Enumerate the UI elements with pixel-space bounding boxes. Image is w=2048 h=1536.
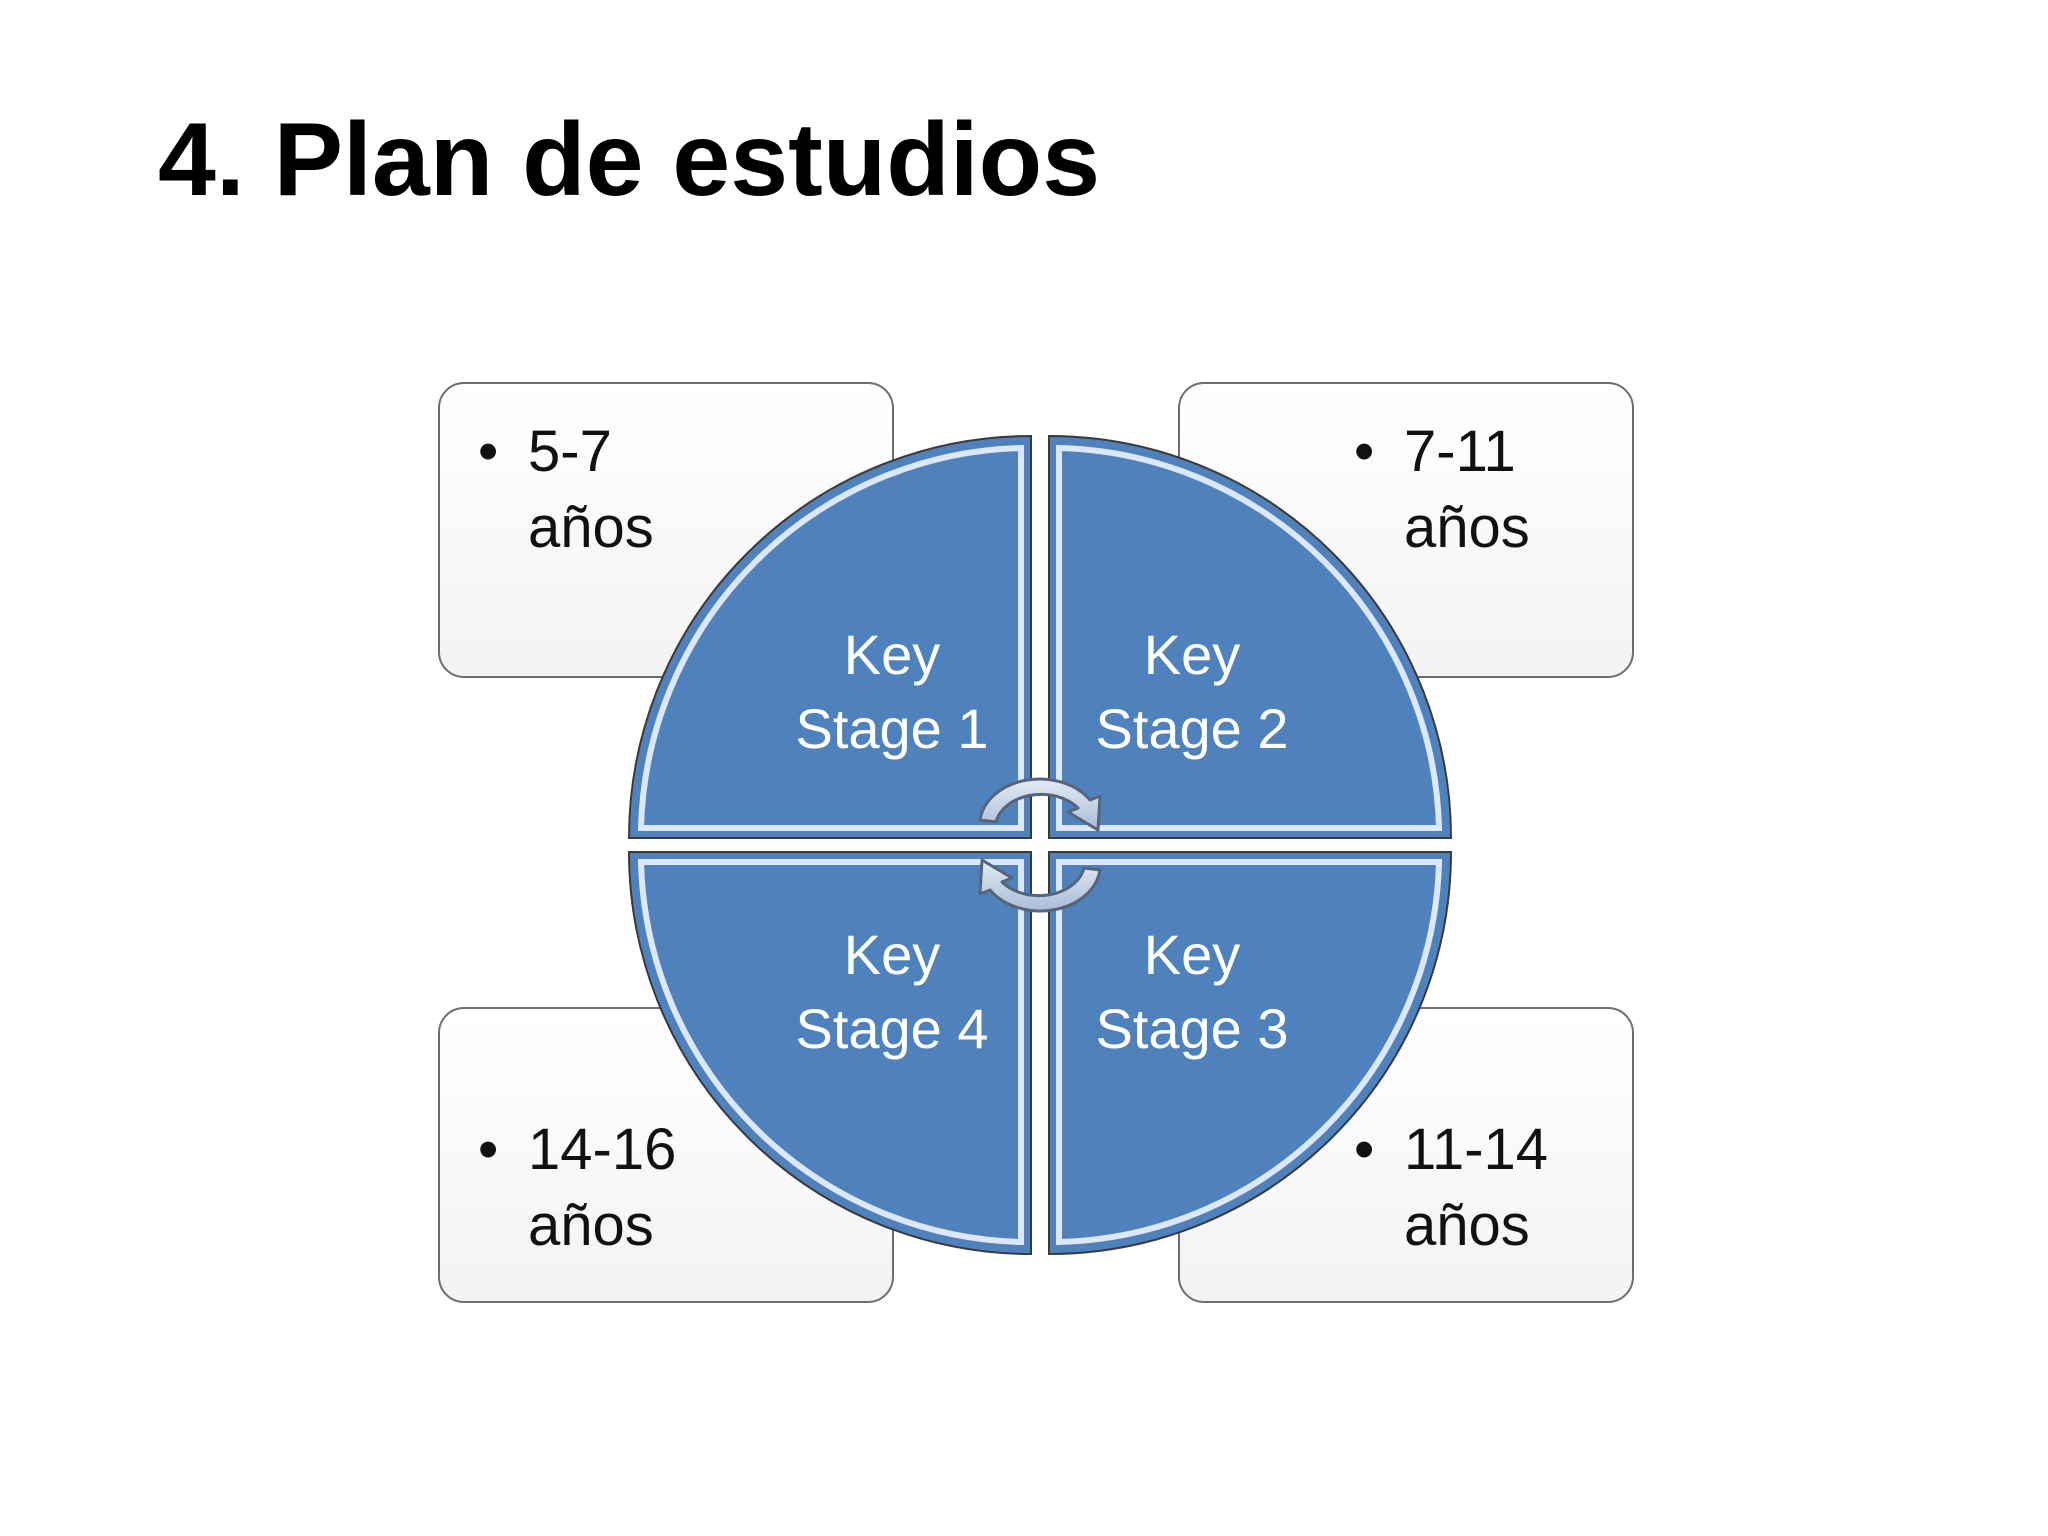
stage-label-line2: Stage 1 [795, 697, 989, 760]
stage-label-3: Key Stage 3 [1062, 918, 1322, 1066]
stage-label-line1: Key [1143, 923, 1241, 986]
stage-4-segment [627, 851, 1032, 1256]
stage-label-line1: Key [1143, 623, 1241, 686]
stage-label-line2: Stage 3 [1095, 997, 1289, 1060]
age-value: 14-16 [528, 1117, 677, 1182]
bullet-icon: • [478, 419, 499, 484]
stage-label-2: Key Stage 2 [1062, 618, 1322, 766]
stage-1-segment [627, 434, 1032, 839]
age-value: 11-14 [1404, 1117, 1549, 1182]
age-range-stage-2: • 7-11 años [1354, 414, 1530, 566]
page-title: 4. Plan de estudios [158, 102, 1101, 218]
age-range-stage-3: • 11-14 años [1354, 1112, 1548, 1264]
age-unit: años [1404, 1193, 1530, 1258]
age-value: 7-11 [1404, 419, 1516, 484]
stage-label-4: Key Stage 4 [762, 918, 1022, 1066]
age-unit: años [528, 495, 654, 560]
age-unit: años [528, 1193, 654, 1258]
stage-2-segment [1048, 434, 1453, 839]
bullet-icon: • [1354, 419, 1375, 484]
age-unit: años [1404, 495, 1530, 560]
stage-label-1: Key Stage 1 [762, 618, 1022, 766]
circular-arrow-icon [978, 858, 1102, 913]
stage-label-line2: Stage 4 [795, 997, 989, 1060]
age-range-stage-1: • 5-7 años [478, 414, 654, 566]
stage-label-line1: Key [843, 623, 941, 686]
age-value: 5-7 [528, 419, 612, 484]
stage-3-segment [1048, 851, 1453, 1256]
bullet-icon: • [1354, 1117, 1375, 1182]
stage-label-line1: Key [843, 923, 941, 986]
stage-label-line2: Stage 2 [1095, 697, 1289, 760]
circular-arrow-icon [978, 777, 1102, 832]
age-range-stage-4: • 14-16 años [478, 1112, 676, 1264]
bullet-icon: • [478, 1117, 499, 1182]
